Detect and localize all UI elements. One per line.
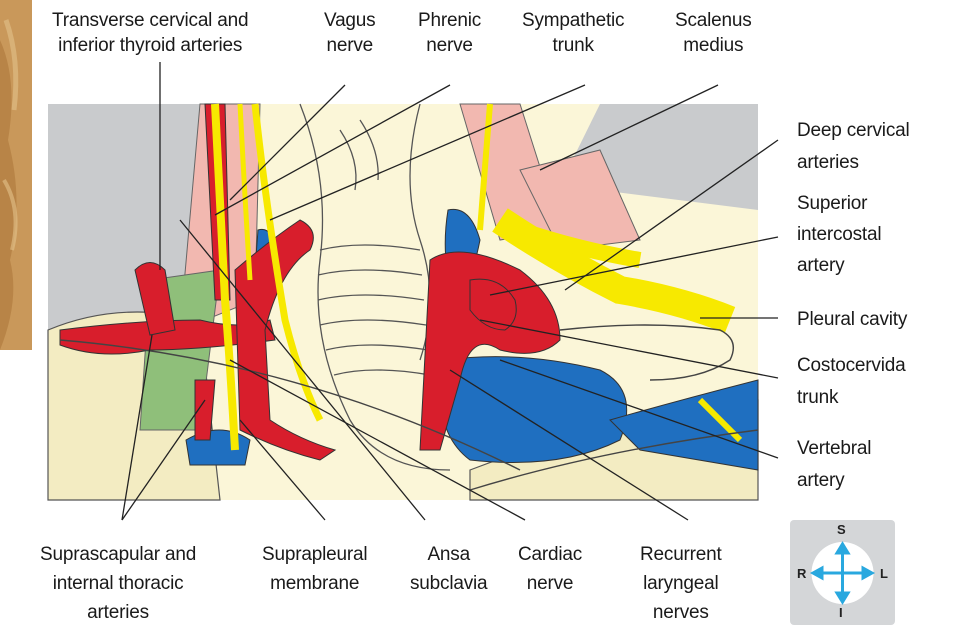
label-line: medius (675, 33, 752, 58)
label-line: subclavia (410, 569, 487, 598)
label-line: Superior (797, 188, 881, 219)
label-line: Suprapleural (262, 540, 367, 569)
label-line: artery (797, 250, 881, 281)
label-line: Vertebral (797, 433, 871, 465)
compass-left: L (880, 566, 888, 581)
label-transverse-cervical-arteries: Transverse cervical and inferior thyroid… (52, 8, 248, 58)
label-line: nerve (324, 33, 375, 58)
compass-right: R (797, 566, 806, 581)
label-line: Deep cervical (797, 115, 910, 147)
label-sympathetic-trunk: Sympathetic trunk (522, 8, 624, 58)
label-line: Pleural cavity (797, 307, 907, 332)
label-line: Ansa (410, 540, 487, 569)
label-line: membrane (262, 569, 367, 598)
label-suprascapular-arteries: Suprascapular and internal thoracic arte… (40, 540, 196, 627)
label-deep-cervical-arteries: Deep cervical arteries (797, 115, 910, 179)
label-line: artery (797, 465, 871, 497)
compass-inferior: I (839, 605, 843, 620)
label-line: trunk (797, 382, 905, 414)
label-line: nerve (518, 569, 582, 598)
label-cardiac-nerve: Cardiac nerve (518, 540, 582, 598)
label-line: Transverse cervical and (52, 8, 248, 33)
compass-superior: S (837, 522, 846, 537)
label-scalenus-medius: Scalenus medius (675, 8, 752, 58)
label-line: Scalenus (675, 8, 752, 33)
label-suprapleural-membrane: Suprapleural membrane (262, 540, 367, 598)
label-recurrent-laryngeal-nerves: Recurrent laryngeal nerves (640, 540, 722, 627)
label-vagus-nerve: Vagus nerve (324, 8, 375, 58)
label-vertebral-artery: Vertebral artery (797, 433, 871, 497)
label-line: nerve (418, 33, 481, 58)
label-line: trunk (522, 33, 624, 58)
label-superior-intercostal-artery: Superior intercostal artery (797, 188, 881, 281)
photo-fragment (0, 0, 32, 350)
label-line: intercostal (797, 219, 881, 250)
label-pleural-cavity: Pleural cavity (797, 307, 907, 332)
label-ansa-subclavia: Ansa subclavia (410, 540, 487, 598)
label-line: arteries (797, 147, 910, 179)
label-line: Costocervida (797, 350, 905, 382)
label-line: nerves (640, 598, 722, 627)
label-line: Phrenic (418, 8, 481, 33)
label-line: Vagus (324, 8, 375, 33)
label-line: Recurrent (640, 540, 722, 569)
label-line: Cardiac (518, 540, 582, 569)
label-phrenic-nerve: Phrenic nerve (418, 8, 481, 58)
label-line: internal thoracic (40, 569, 196, 598)
label-line: laryngeal (640, 569, 722, 598)
label-costocervical-trunk: Costocervida trunk (797, 350, 905, 414)
label-line: inferior thyroid arteries (52, 33, 248, 58)
label-line: Sympathetic (522, 8, 624, 33)
label-line: Suprascapular and (40, 540, 196, 569)
label-line: arteries (40, 598, 196, 627)
